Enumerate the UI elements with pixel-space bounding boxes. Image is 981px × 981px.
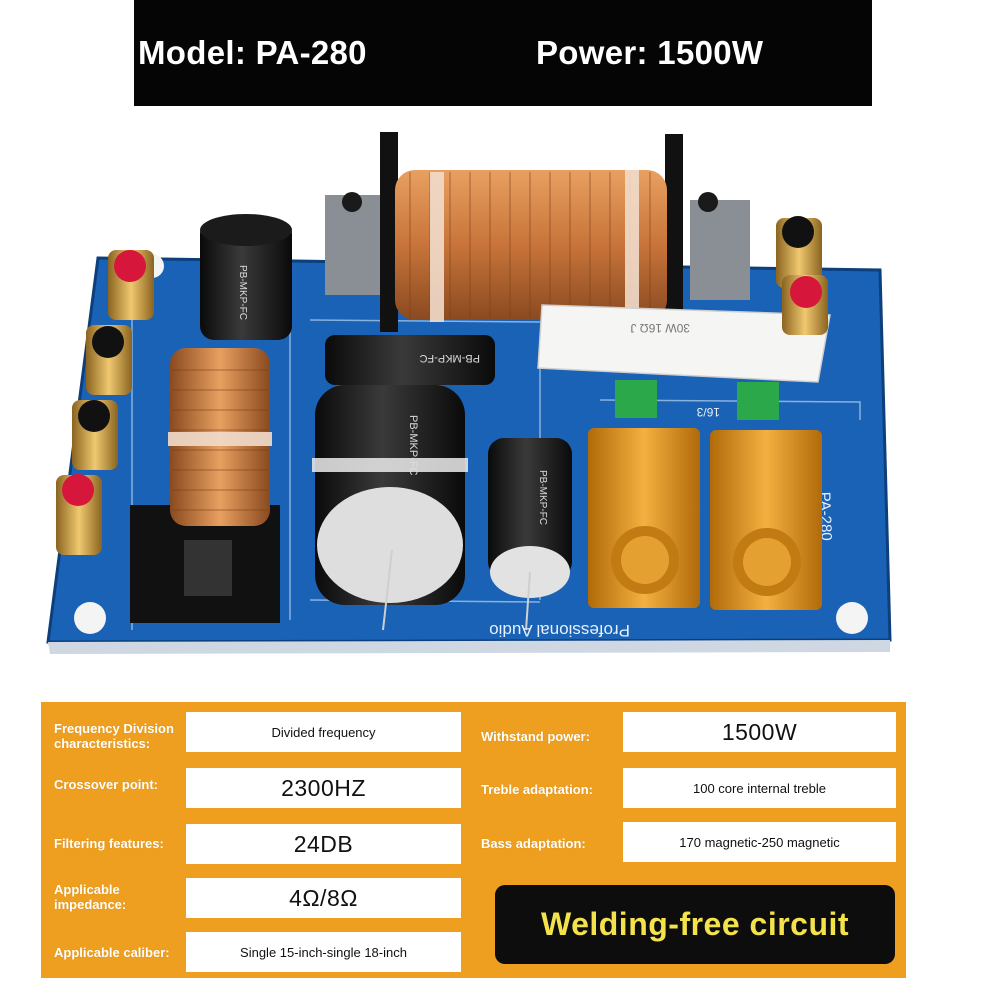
crossover-board-illustration: PA-280 Professional Audio [46,132,892,654]
terminal-label: 16/3 [696,405,720,419]
capacitor-small: PB-MKP-FC [488,438,572,631]
spec-value-withstand-power: 1500W [623,712,896,752]
binding-posts-left [56,250,154,555]
spec-label-frequency-division: Frequency Division characteristics: [54,721,174,751]
spec-label-applicable-caliber: Applicable caliber: [54,945,170,960]
spec-value-frequency-division: Divided frequency [186,712,461,752]
cap-label-4: PB-MKP-FC [537,470,548,525]
terminal-block-left [615,380,657,418]
power-title: Power: 1500W [536,34,764,71]
spec-label-treble-adaptation: Treble adaptation: [481,782,593,797]
capacitor-large: PB-MKP-FC [312,385,468,631]
resistor-label: 30W 16Ω J [630,321,690,335]
crossover-board-image: PA-280 Professional Audio [40,120,940,680]
spec-label-crossover-point: Crossover point: [54,777,159,792]
spec-panel: Frequency Division characteristics: Divi… [41,702,906,978]
capacitor-horizontal: PB-MKP-FC [325,335,495,385]
spec-label-filtering-features: Filtering features: [54,836,164,851]
spec-value-applicable-impedance: 4Ω/8Ω [186,878,461,918]
spec-value-treble-adaptation: 100 core internal treble [623,768,896,808]
left-inductor [130,348,280,623]
terminal-block-right [737,382,779,420]
header-banner: Model: PA-280 Power: 1500W [134,0,872,106]
spec-label-applicable-impedance: Applicable impedance: [54,882,127,912]
model-title: Model: PA-280 [138,34,367,71]
main-inductor [325,132,750,332]
heatsink-left [588,428,700,608]
capacitor-top-left: PB-MKP-FC [200,214,292,340]
spec-value-applicable-caliber: Single 15-inch-single 18-inch [186,932,461,972]
silk-brand-text: Professional Audio [489,621,630,640]
binding-posts-right [776,216,828,335]
spec-value-bass-adaptation: 170 magnetic-250 magnetic [623,822,896,862]
spec-value-crossover-point: 2300HZ [186,768,461,808]
cap-label-1: PB-MKP-FC [237,265,248,320]
cap-label-2: PB-MKP-FC [419,352,480,364]
welding-free-badge: Welding-free circuit [495,885,895,964]
power-resistor: 30W 16Ω J [537,304,831,383]
spec-label-bass-adaptation: Bass adaptation: [481,836,586,851]
spec-label-withstand-power: Withstand power: [481,729,590,744]
heatsink-right [710,430,822,610]
cap-label-3: PB-MKP-FC [407,415,419,476]
spec-value-filtering-features: 24DB [186,824,461,864]
